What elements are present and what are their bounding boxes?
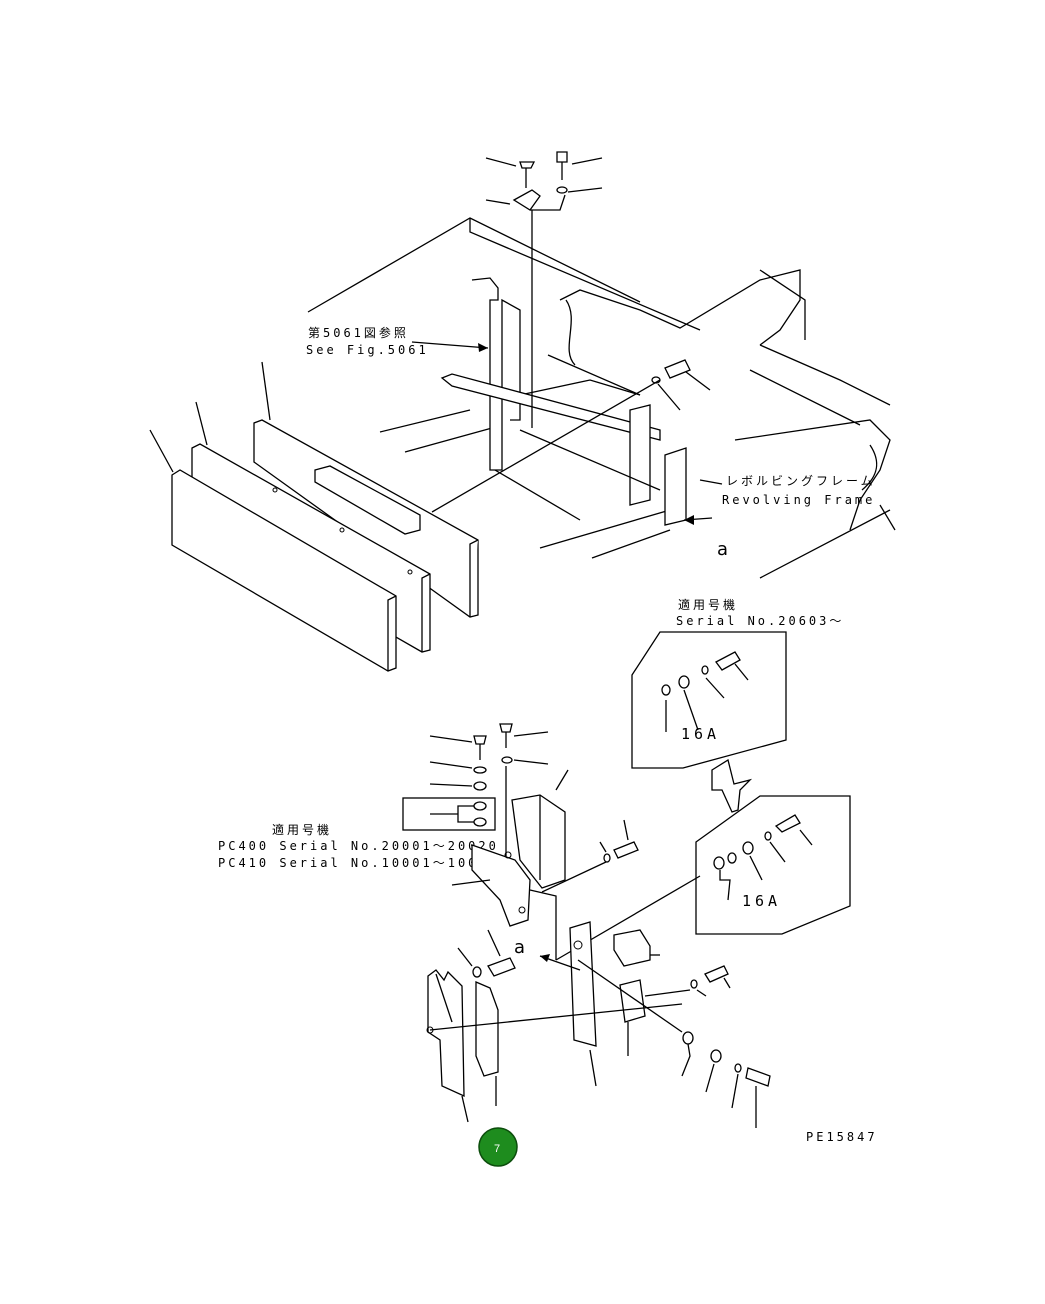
see-fig-jp-text: 第5061図参照 xyxy=(308,325,409,340)
revolving-frame-en-text: Revolving Frame xyxy=(722,493,875,507)
drawing-code-text: PE15847 xyxy=(806,1130,878,1144)
serial-pc410-text: PC410 Serial No.10001～10002 xyxy=(218,856,499,870)
inset-serial-pc400-pc410: 適用号機 PC400 Serial No.20001～20020 PC410 S… xyxy=(218,797,499,870)
badge-circle[interactable] xyxy=(478,1127,518,1167)
lower-fasteners: a xyxy=(426,723,771,1128)
up-arrow xyxy=(711,758,753,813)
see-fig-label: 第5061図参照 See Fig.5061 xyxy=(306,325,489,357)
part-number-badge[interactable]: 7 xyxy=(478,1127,518,1167)
serial-pc400-text: PC400 Serial No.20001～20020 xyxy=(218,839,499,853)
top-fasteners xyxy=(149,151,711,513)
size-16a-top: 16A xyxy=(681,725,720,743)
see-fig-en-text: See Fig.5061 xyxy=(306,343,429,357)
arrow-a-bottom: a xyxy=(514,937,525,958)
applicable-top-serial-text: Serial No.20603～ xyxy=(676,614,844,628)
badge-number: 7 xyxy=(494,1143,500,1155)
inset-serial-20603: 適用号機 Serial No.20603～ 16A xyxy=(631,597,844,769)
drawing-code: PE15847 xyxy=(806,1130,878,1144)
size-16a-bottom: 16A xyxy=(742,892,781,910)
applicable-mid-jp-text: 適用号機 xyxy=(272,822,332,837)
arrow-a-top: a xyxy=(717,539,728,560)
revolving-frame-label: レボルビングフレーム Revolving Frame a xyxy=(683,474,876,560)
applicable-top-jp-text: 適用号機 xyxy=(678,597,738,612)
weight-plates xyxy=(171,419,479,672)
revolving-frame-jp-text: レボルビングフレーム xyxy=(726,474,876,488)
mounting-bracket xyxy=(440,277,687,526)
inset-16a-lower: 16A xyxy=(555,795,851,961)
